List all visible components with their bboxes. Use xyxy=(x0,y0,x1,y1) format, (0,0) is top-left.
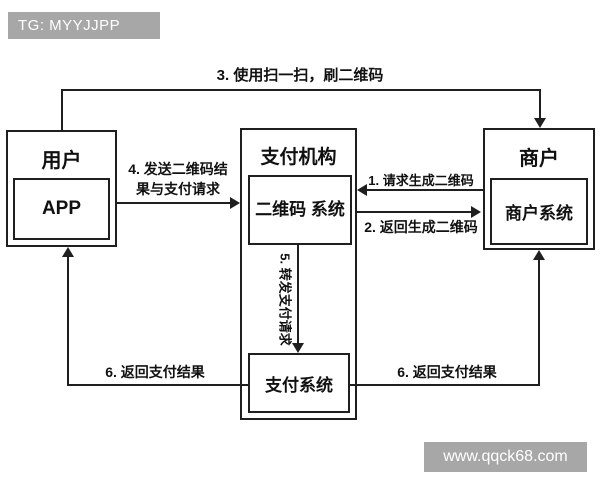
edge-step5-arrowhead xyxy=(292,343,304,353)
edge-label-step6-right: 6. 返回支付结果 xyxy=(397,364,497,380)
edge-step3-line-right xyxy=(539,89,541,118)
node-qr-system: 二维码 系统 xyxy=(248,175,352,245)
edge-label-step1: 1. 请求生成二维码 xyxy=(368,173,474,188)
edge-step6-left-arrowhead xyxy=(62,247,74,257)
edge-label-step4: 4. 发送二维码结 果与支付请求 xyxy=(128,161,228,197)
edge-step5-line xyxy=(297,245,299,343)
edge-step2-line xyxy=(357,211,473,213)
edge-step3-line-left xyxy=(61,89,63,130)
edge-step4-arrowhead xyxy=(230,197,240,209)
edge-step4-line xyxy=(117,202,230,204)
edge-step3-line-horizontal xyxy=(61,89,541,91)
edge-step6-right-line-horizontal xyxy=(350,384,540,386)
edge-label-step6-left: 6. 返回支付结果 xyxy=(105,364,205,380)
edge-step6-right-arrowhead xyxy=(533,250,545,260)
edge-step3-arrowhead xyxy=(534,118,546,128)
node-payment-org-title: 支付机构 xyxy=(260,147,337,168)
edge-step2-arrowhead xyxy=(471,206,481,218)
edge-step6-left-line-vertical xyxy=(67,257,69,386)
edge-step6-right-line-vertical xyxy=(538,260,540,386)
node-user-title: 用户 xyxy=(41,150,82,172)
website-watermark: www.qqck68.com xyxy=(424,442,587,472)
node-merchant-system: 商户系统 xyxy=(490,178,588,245)
edge-step1-arrowhead xyxy=(357,184,367,196)
edge-label-step2: 2. 返回生成二维码 xyxy=(364,219,478,235)
node-pay-system: 支付系统 xyxy=(248,353,350,413)
telegram-watermark: TG: MYYJJPP xyxy=(8,12,160,39)
edge-step1-line xyxy=(366,189,483,191)
edge-label-step5: 5. 转发支付请求 xyxy=(277,253,293,346)
node-merchant-title: 商户 xyxy=(519,148,559,170)
edge-step6-left-line-horizontal xyxy=(67,384,248,386)
node-user-app: APP xyxy=(13,178,110,240)
edge-label-step3: 3. 使用扫一扫，刷二维码 xyxy=(216,67,384,84)
